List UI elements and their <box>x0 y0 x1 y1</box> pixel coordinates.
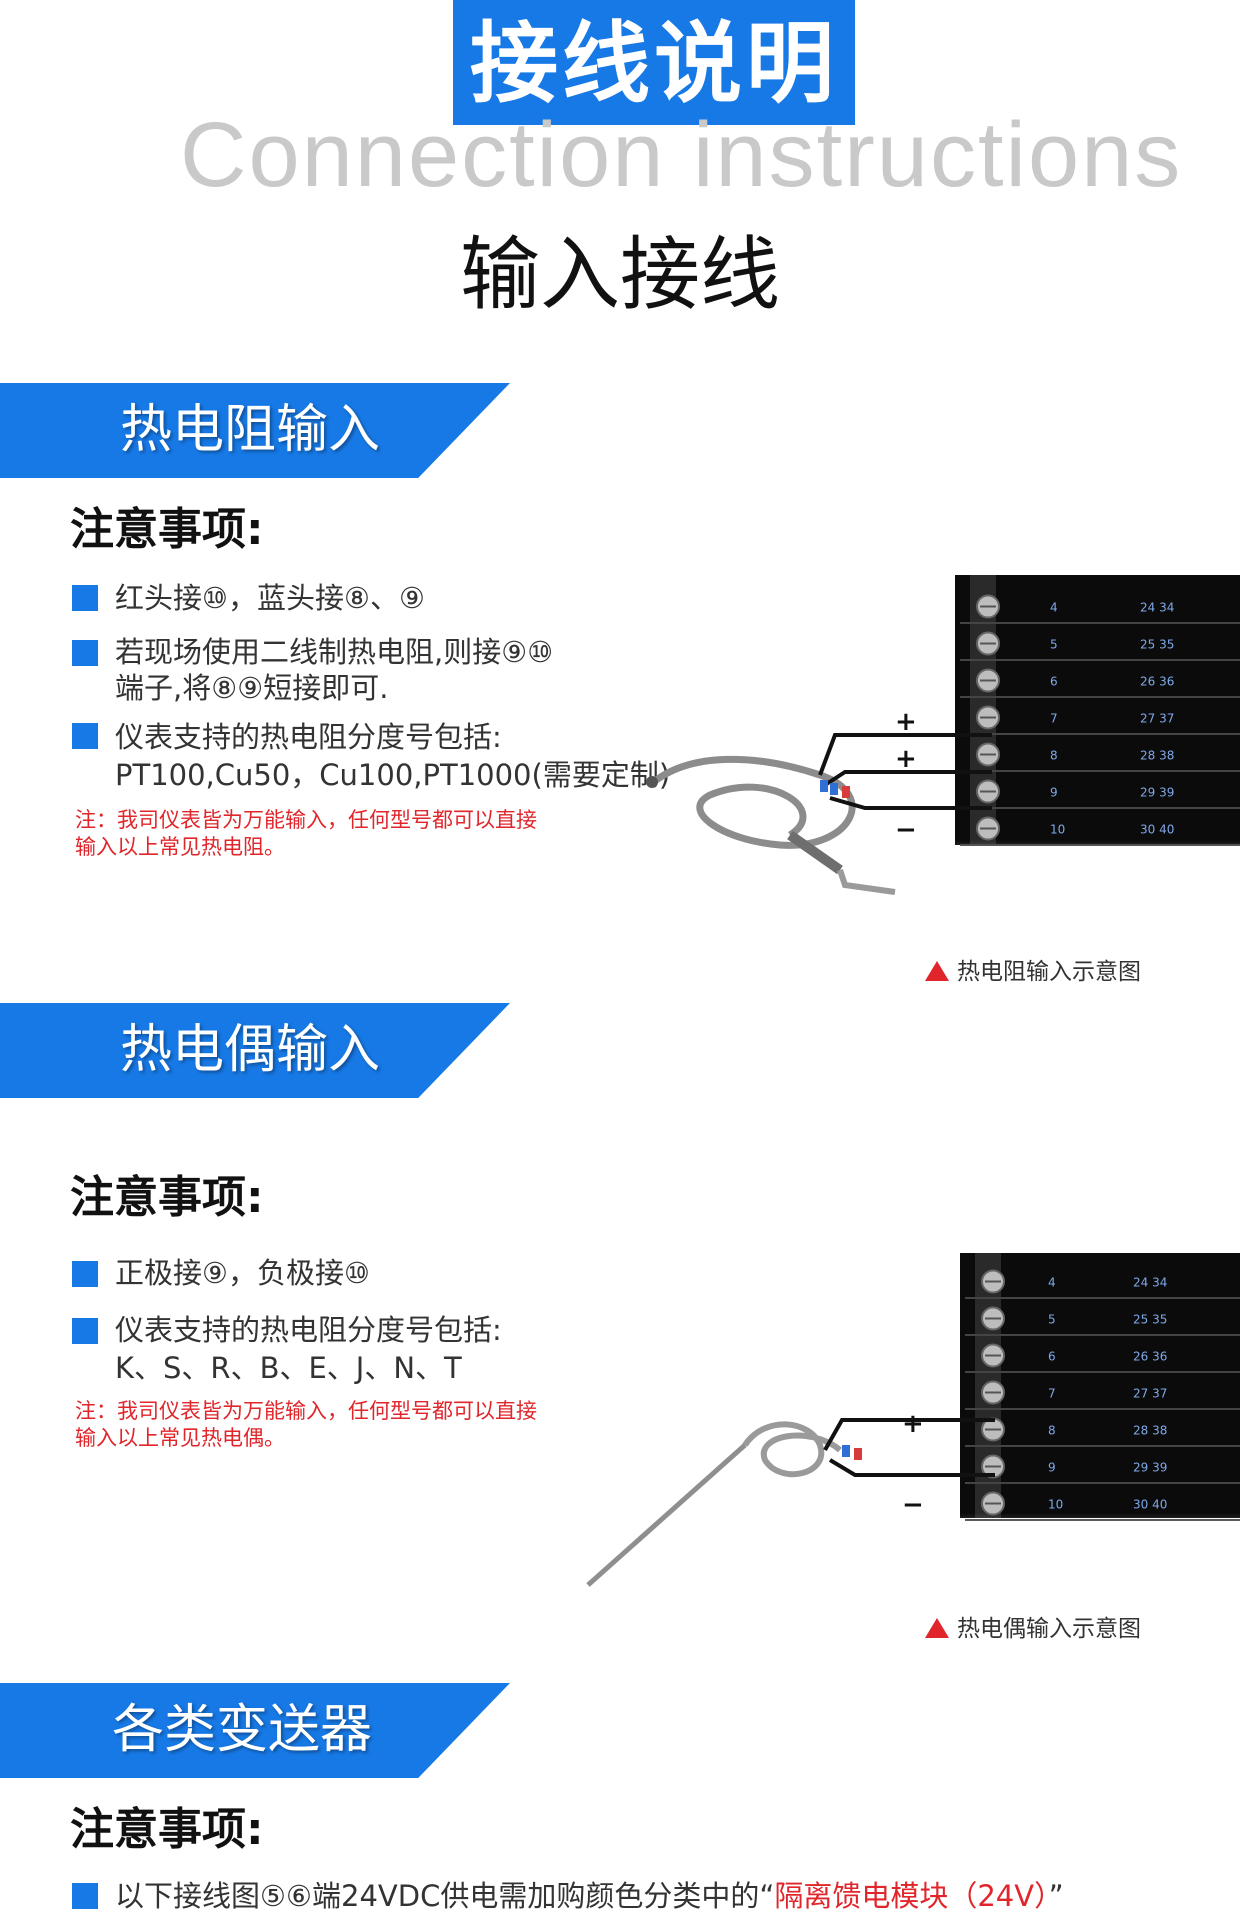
rtd-red-note: 输入以上常见热电阻。 <box>75 835 285 859</box>
tc-sensor-cable <box>742 1421 842 1478</box>
rtd-note-item: PT100,Cu50，Cu100,PT1000(需要定制) <box>115 758 671 792</box>
rtd-banner-label: 热电阻输入 <box>120 400 381 460</box>
polarity-sign: − <box>902 1490 924 1520</box>
rtd-note-item: 红头接⑩，蓝头接⑧、⑨ <box>115 581 425 615</box>
polarity-sign: + <box>902 1409 924 1439</box>
terminal-pair-number: 24 34 <box>1133 1276 1167 1290</box>
transmitter-notes-title: 注意事项: <box>70 1804 264 1855</box>
terminal-pair-number: 30 40 <box>1133 1498 1167 1512</box>
tc-note-item: K、S、R、B、E、J、N、T <box>115 1351 462 1385</box>
terminal-pair-number: 27 37 <box>1133 1387 1167 1401</box>
terminal-pair-number: 28 38 <box>1140 749 1174 763</box>
terminal-pair-number: 30 40 <box>1140 823 1174 837</box>
terminal-number: 9 <box>1048 1461 1056 1475</box>
rtd-red-note: 注：我司仪表皆为万能输入，任何型号都可以直接 <box>75 808 537 832</box>
terminal-pair-number: 28 38 <box>1133 1424 1167 1438</box>
transmitter-note-suffix: ” <box>1048 1879 1064 1913</box>
rtd-sensor-cable <box>647 755 856 849</box>
terminal-number: 4 <box>1048 1276 1056 1290</box>
tc-caption: 热电偶输入示意图 <box>925 1614 1141 1644</box>
bullet-icon <box>72 1318 98 1344</box>
terminal-pair-number: 26 36 <box>1133 1350 1167 1364</box>
terminal-number: 5 <box>1050 638 1058 652</box>
warning-triangle-icon <box>925 961 949 981</box>
polarity-sign: + <box>895 744 917 774</box>
terminal-pair-number: 25 35 <box>1133 1313 1167 1327</box>
tc-wiring-diagram: 4 24 34 5 25 35 6 26 36 7 27 37 8 28 38 9 29 39 10 30… <box>586 1253 1240 1587</box>
rtd-caption: 热电阻输入示意图 <box>925 957 1141 987</box>
terminal-number: 5 <box>1048 1313 1056 1327</box>
tc-notes-title: 注意事项: <box>70 1172 264 1223</box>
terminal-pair-number: 27 37 <box>1140 712 1174 726</box>
bullet-icon <box>72 640 98 666</box>
terminal-number: 8 <box>1048 1424 1056 1438</box>
rtd-note-item: 若现场使用二线制热电阻,则接⑨⑩ <box>115 635 554 669</box>
rtd-notes-title: 注意事项: <box>70 504 264 555</box>
tc-banner-label: 热电偶输入 <box>120 1020 381 1080</box>
terminal-pair-number: 26 36 <box>1140 675 1174 689</box>
tc-sensor-probe <box>586 1443 747 1587</box>
terminal-number: 10 <box>1050 823 1065 837</box>
tc-banner: 热电偶输入 <box>0 1003 510 1098</box>
terminal-number: 8 <box>1050 749 1058 763</box>
terminal-pair-number: 29 39 <box>1133 1461 1167 1475</box>
page-subtitle-en: Connection instructions <box>180 104 1183 206</box>
terminal-pair-number: 25 35 <box>1140 638 1174 652</box>
terminal-pair-number: 29 39 <box>1140 786 1174 800</box>
terminal-number: 4 <box>1050 601 1058 615</box>
rtd-sensor-probe <box>787 830 843 875</box>
tc-note-item: 正极接⑨，负极接⑩ <box>115 1256 370 1290</box>
terminal-number: 10 <box>1048 1498 1063 1512</box>
title-box: 接线说明 <box>453 0 855 125</box>
page-title: 接线说明 <box>469 12 838 115</box>
rtd-wiring-diagram: 4 24 34 5 25 35 6 26 36 7 27 37 8 28 38 9 29 39 10 30… <box>646 575 1240 900</box>
transmitter-note-item: 以下接线图⑤⑥端24VDC供电需加购颜色分类中的“隔离馈电模块（24V）” <box>115 1878 1064 1914</box>
terminal-pair-number: 24 34 <box>1140 601 1174 615</box>
section-heading: 输入接线 <box>460 228 780 321</box>
terminal-number: 6 <box>1050 675 1058 689</box>
bullet-icon <box>72 723 98 749</box>
transmitter-note-prefix: 以下接线图⑤⑥端24VDC供电需加购颜色分类中的“ <box>115 1879 775 1913</box>
polarity-sign: − <box>895 815 917 845</box>
bullet-icon <box>72 1883 98 1909</box>
transmitter-note-highlight: 隔离馈电模块（24V） <box>774 1879 1049 1913</box>
transmitter-banner-label: 各类变送器 <box>112 1700 373 1760</box>
rtd-caption-text: 热电阻输入示意图 <box>957 959 1141 985</box>
terminal-number: 9 <box>1050 786 1058 800</box>
terminal-number: 7 <box>1050 712 1058 726</box>
warning-triangle-icon <box>925 1618 949 1638</box>
tc-note-item: 仪表支持的热电阻分度号包括: <box>115 1313 502 1347</box>
bullet-icon <box>72 1261 98 1287</box>
polarity-sign: + <box>895 707 917 737</box>
bullet-icon <box>72 585 98 611</box>
terminal-number: 6 <box>1048 1350 1056 1364</box>
controller-terminal-block <box>955 575 1240 845</box>
tc-caption-text: 热电偶输入示意图 <box>957 1616 1141 1642</box>
rtd-note-item: 仪表支持的热电阻分度号包括: <box>115 720 502 754</box>
terminal-number: 7 <box>1048 1387 1056 1401</box>
tc-red-note: 输入以上常见热电偶。 <box>75 1426 285 1450</box>
rtd-note-item: 端子,将⑧⑨短接即可. <box>115 671 389 705</box>
tc-red-note: 注：我司仪表皆为万能输入，任何型号都可以直接 <box>75 1399 537 1423</box>
rtd-banner: 热电阻输入 <box>0 383 510 478</box>
transmitter-banner: 各类变送器 <box>0 1683 510 1778</box>
